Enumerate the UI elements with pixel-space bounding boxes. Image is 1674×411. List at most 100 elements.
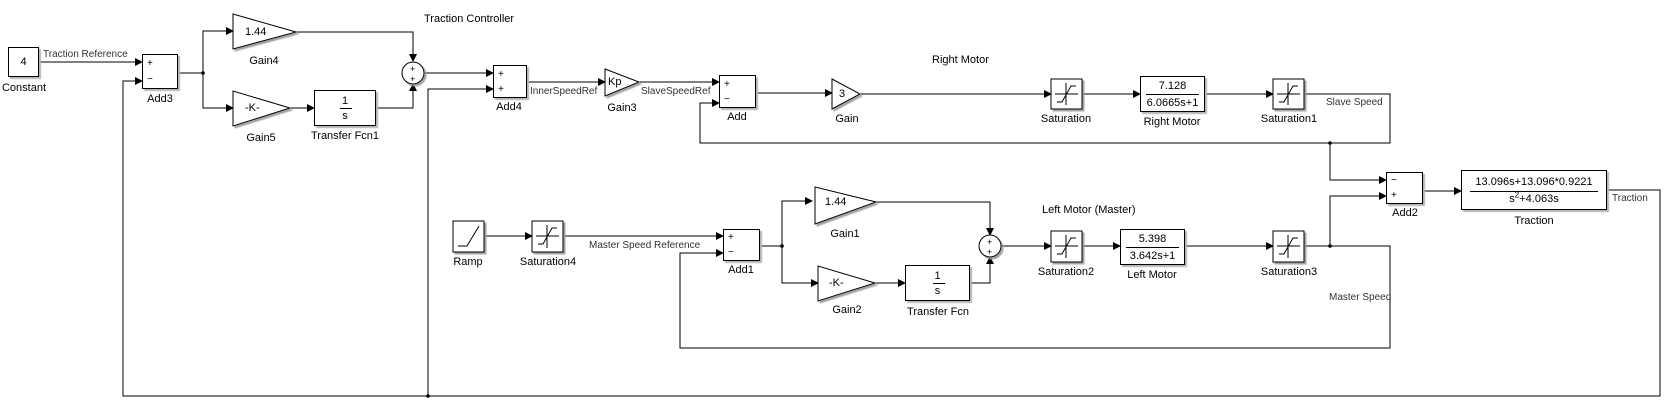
transfer-fcn1-den: s (342, 110, 348, 122)
wire-tf-sum (970, 256, 994, 284)
add-sign-1: + (724, 79, 730, 90)
sum-lm-sign-2: + (987, 247, 993, 257)
signal-slave-speed: Slave Speed (1326, 97, 1383, 108)
signal-traction: Traction (1612, 193, 1648, 204)
transfer-fcn1-block[interactable]: 1 s (314, 90, 376, 126)
wire-split-gain2 (781, 246, 819, 287)
saturation1-label: Saturation1 (1260, 113, 1318, 125)
gain1-value: 1.44 (825, 196, 847, 208)
add3-sign-1: + (147, 58, 153, 69)
sum-traction-controller[interactable] (401, 61, 425, 85)
gain5-shape[interactable] (232, 90, 292, 127)
signal-traction-reference: Traction Reference (43, 49, 128, 60)
add1-label: Add1 (728, 264, 754, 276)
saturation2-label: Saturation2 (1037, 266, 1095, 278)
left-motor-den: 3.642s+1 (1129, 250, 1176, 262)
add2-sign-1: − (1391, 175, 1397, 186)
ramp-shape[interactable] (452, 220, 485, 253)
wire-traction-output (122, 77, 1661, 397)
gain1-label: Gain1 (830, 228, 860, 240)
gain3-label: Gain3 (607, 102, 637, 114)
add4-sign-2: + (498, 84, 504, 95)
constant-block[interactable]: 4 (8, 47, 39, 77)
add2-block[interactable]: − + (1386, 172, 1423, 204)
gain5-value: -K- (245, 102, 260, 114)
gain-shape[interactable] (831, 78, 862, 110)
ramp-icon (458, 225, 480, 247)
gain-value: 3 (839, 88, 846, 100)
saturation3-label: Saturation3 (1260, 266, 1318, 278)
saturation4-label: Saturation4 (519, 256, 577, 268)
add1-sign-2: − (728, 247, 734, 258)
gain3-shape[interactable] (604, 68, 641, 97)
sum-tc-sign-1: + (410, 64, 416, 74)
add3-block[interactable]: + − (142, 54, 178, 89)
sum-lm-sign-1: + (987, 237, 993, 247)
add1-sign-1: + (728, 232, 734, 243)
signal-inner-speed-ref: InnerSpeedRef (530, 86, 598, 97)
sum-left-motor[interactable] (978, 234, 1002, 258)
add4-block[interactable]: + + (493, 65, 527, 98)
wire-split-gain4 (202, 27, 234, 73)
add4-label: Add4 (496, 101, 522, 113)
gain2-value: -K- (829, 277, 844, 289)
wire-inner-feedback (427, 85, 494, 396)
right-motor-block[interactable]: 7.128 6.0665s+1 (1140, 76, 1205, 112)
traction-num: 13.096s+13.096*0.9221 (1475, 176, 1593, 188)
gain4-shape[interactable] (232, 13, 298, 50)
traction-block[interactable]: 13.096s+13.096*0.9221 s2+4.063s (1461, 170, 1607, 210)
wire-tf1-sum (376, 83, 417, 109)
right-motor-num: 7.128 (1158, 80, 1187, 92)
transfer-fcn-label: Transfer Fcn (907, 306, 969, 318)
add2-label: Add2 (1392, 207, 1418, 219)
add3-label: Add3 (147, 93, 173, 105)
transfer-fcn1-label: Transfer Fcn1 (310, 130, 380, 142)
traction-controller-title: Traction Controller (424, 13, 515, 25)
left-motor-label: Left Motor (1127, 269, 1177, 281)
add2-sign-2: + (1391, 190, 1397, 201)
add4-sign-1: + (498, 69, 504, 80)
transfer-fcn1-num: 1 (341, 95, 349, 107)
right-motor-label: Right Motor (1143, 116, 1201, 128)
left-motor-title: Left Motor (Master) (1042, 204, 1136, 216)
constant-label: Constant (1, 82, 47, 94)
gain4-label: Gain4 (249, 55, 279, 67)
right-motor-den: 6.0665s+1 (1146, 97, 1199, 109)
signal-master-speed: Master Speed (1329, 292, 1392, 303)
transfer-fcn-den: s (934, 285, 941, 297)
gain1-shape[interactable] (814, 186, 878, 225)
transfer-fcn-block[interactable]: 1 s (905, 265, 970, 301)
wire-slave-speed-feedback (699, 93, 1391, 144)
gain5-label: Gain5 (246, 132, 276, 144)
gain2-shape[interactable] (817, 265, 877, 302)
left-motor-num: 5.398 (1138, 233, 1167, 245)
gain4-value: 1.44 (245, 26, 267, 38)
gain2-label: Gain2 (832, 304, 862, 316)
right-motor-title: Right Motor (932, 54, 989, 66)
signal-master-speed-reference: Master Speed Reference (589, 240, 701, 251)
gain-label: Gain (835, 113, 859, 125)
transfer-fcn-num: 1 (934, 270, 941, 282)
ramp-label: Ramp (453, 256, 483, 268)
wire-gain1-sum (877, 201, 994, 236)
wire-split-gain1 (781, 197, 813, 246)
wire-gain4-sum (297, 31, 417, 62)
gain3-value: Kp (608, 76, 622, 88)
constant-value: 4 (20, 56, 27, 68)
traction-label: Traction (1514, 215, 1554, 227)
add1-block[interactable]: + − (723, 229, 760, 261)
left-motor-block[interactable]: 5.398 3.642s+1 (1120, 229, 1185, 265)
add-block[interactable]: + − (719, 75, 756, 108)
wire-master-to-add2 (1329, 192, 1387, 246)
wire-slave-to-add2 (1329, 143, 1387, 184)
traction-den: s2+4.063s (1509, 190, 1559, 205)
saturation-label: Saturation (1040, 113, 1092, 125)
add-label: Add (727, 111, 747, 123)
add3-sign-2: − (147, 74, 153, 85)
add-sign-2: − (724, 94, 730, 105)
signal-slave-speed-ref: SlaveSpeedRef (641, 86, 711, 97)
wire-master-speed-feedback (679, 245, 1391, 349)
saturation-icons (531, 78, 1305, 263)
wire-split-gain5 (202, 73, 234, 112)
